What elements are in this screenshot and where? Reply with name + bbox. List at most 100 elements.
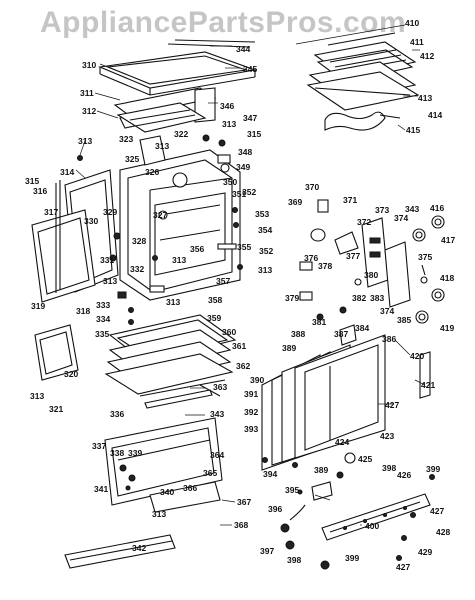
part-label-328[interactable]: 328 xyxy=(132,236,147,246)
part-label-424[interactable]: 424 xyxy=(335,437,350,447)
part-label-397[interactable]: 397 xyxy=(260,546,275,556)
part-label-340[interactable]: 340 xyxy=(160,487,175,497)
part-label-318[interactable]: 318 xyxy=(76,306,91,316)
part-label-315[interactable]: 315 xyxy=(25,176,40,186)
part-label-313[interactable]: 313 xyxy=(152,509,167,519)
part-label-338[interactable]: 338 xyxy=(110,448,125,458)
part-label-313[interactable]: 313 xyxy=(172,255,187,265)
part-label-316[interactable]: 316 xyxy=(33,186,48,196)
part-label-315[interactable]: 315 xyxy=(247,129,262,139)
part-label-418[interactable]: 418 xyxy=(440,273,455,283)
part-label-336[interactable]: 336 xyxy=(110,409,125,419)
part-label-416[interactable]: 416 xyxy=(430,203,445,213)
part-label-351[interactable]: 351 xyxy=(232,189,247,199)
part-label-374[interactable]: 374 xyxy=(394,213,409,223)
part-label-350[interactable]: 350 xyxy=(223,177,238,187)
part-label-334[interactable]: 334 xyxy=(96,314,111,324)
part-label-314[interactable]: 314 xyxy=(60,167,75,177)
part-label-376[interactable]: 376 xyxy=(304,253,319,263)
part-label-365[interactable]: 365 xyxy=(203,468,218,478)
part-label-355[interactable]: 355 xyxy=(237,242,252,252)
part-label-358[interactable]: 358 xyxy=(208,295,223,305)
part-label-360[interactable]: 360 xyxy=(222,327,237,337)
part-label-387[interactable]: 387 xyxy=(334,329,349,339)
part-label-386[interactable]: 386 xyxy=(382,334,397,344)
part-label-364[interactable]: 364 xyxy=(210,450,225,460)
part-label-398[interactable]: 398 xyxy=(382,463,397,473)
part-label-421[interactable]: 421 xyxy=(421,380,436,390)
part-label-393[interactable]: 393 xyxy=(244,424,259,434)
part-label-417[interactable]: 417 xyxy=(441,235,456,245)
part-label-322[interactable]: 322 xyxy=(174,129,189,139)
part-label-383[interactable]: 383 xyxy=(370,293,385,303)
part-label-379[interactable]: 379 xyxy=(285,293,300,303)
part-label-425[interactable]: 425 xyxy=(358,454,373,464)
part-label-394[interactable]: 394 xyxy=(263,469,278,479)
part-label-321[interactable]: 321 xyxy=(49,404,64,414)
part-label-313[interactable]: 313 xyxy=(78,136,93,146)
part-label-313[interactable]: 313 xyxy=(222,119,237,129)
part-label-388[interactable]: 388 xyxy=(291,329,306,339)
part-label-337[interactable]: 337 xyxy=(92,441,107,451)
part-label-375[interactable]: 375 xyxy=(418,252,433,262)
part-label-395[interactable]: 395 xyxy=(285,485,300,495)
part-label-344[interactable]: 344 xyxy=(236,44,251,54)
part-label-410[interactable]: 410 xyxy=(405,18,420,28)
part-label-426[interactable]: 426 xyxy=(397,470,412,480)
part-label-359[interactable]: 359 xyxy=(207,313,222,323)
part-label-332[interactable]: 332 xyxy=(130,264,145,274)
part-label-313[interactable]: 313 xyxy=(258,265,273,275)
part-label-329[interactable]: 329 xyxy=(103,207,118,217)
part-label-413[interactable]: 413 xyxy=(418,93,433,103)
part-label-356[interactable]: 356 xyxy=(190,244,205,254)
part-label-398[interactable]: 398 xyxy=(287,555,302,565)
part-label-427[interactable]: 427 xyxy=(385,400,400,410)
part-label-341[interactable]: 341 xyxy=(94,484,109,494)
part-label-429[interactable]: 429 xyxy=(418,547,433,557)
part-label-389[interactable]: 389 xyxy=(314,465,329,475)
part-label-428[interactable]: 428 xyxy=(436,527,451,537)
part-label-339[interactable]: 339 xyxy=(128,448,143,458)
part-label-423[interactable]: 423 xyxy=(380,431,395,441)
part-label-342[interactable]: 342 xyxy=(132,543,147,553)
part-label-335[interactable]: 335 xyxy=(95,329,110,339)
part-label-381[interactable]: 381 xyxy=(312,317,327,327)
part-label-427[interactable]: 427 xyxy=(396,562,411,572)
part-label-349[interactable]: 349 xyxy=(236,162,251,172)
part-label-385[interactable]: 385 xyxy=(397,315,412,325)
part-label-327[interactable]: 327 xyxy=(153,210,168,220)
part-label-331[interactable]: 331 xyxy=(100,255,115,265)
part-label-345[interactable]: 345 xyxy=(243,64,258,74)
part-label-313[interactable]: 313 xyxy=(30,391,45,401)
part-label-415[interactable]: 415 xyxy=(406,125,421,135)
part-label-411[interactable]: 411 xyxy=(410,37,424,47)
part-label-354[interactable]: 354 xyxy=(258,225,273,235)
part-label-390[interactable]: 390 xyxy=(250,375,265,385)
part-label-343[interactable]: 343 xyxy=(405,204,420,214)
part-label-313[interactable]: 313 xyxy=(155,141,170,151)
part-label-313[interactable]: 313 xyxy=(103,276,118,286)
part-label-369[interactable]: 369 xyxy=(288,197,303,207)
part-label-373[interactable]: 373 xyxy=(375,205,390,215)
part-label-363[interactable]: 363 xyxy=(213,382,228,392)
part-label-371[interactable]: 371 xyxy=(343,195,358,205)
part-label-325[interactable]: 325 xyxy=(125,154,140,164)
part-label-412[interactable]: 412 xyxy=(420,51,435,61)
part-label-362[interactable]: 362 xyxy=(236,361,251,371)
part-label-317[interactable]: 317 xyxy=(44,207,59,217)
part-label-399[interactable]: 399 xyxy=(345,553,360,563)
part-label-392[interactable]: 392 xyxy=(244,407,259,417)
part-label-378[interactable]: 378 xyxy=(318,261,333,271)
part-label-346[interactable]: 346 xyxy=(220,101,235,111)
part-label-420[interactable]: 420 xyxy=(410,351,425,361)
part-label-343[interactable]: 343 xyxy=(210,409,225,419)
part-label-313[interactable]: 313 xyxy=(166,297,181,307)
part-label-419[interactable]: 419 xyxy=(440,323,455,333)
part-label-391[interactable]: 391 xyxy=(244,389,259,399)
part-label-310[interactable]: 310 xyxy=(82,60,97,70)
part-label-367[interactable]: 367 xyxy=(237,497,252,507)
part-label-399[interactable]: 399 xyxy=(426,464,441,474)
part-label-370[interactable]: 370 xyxy=(305,182,320,192)
part-label-326[interactable]: 326 xyxy=(145,167,160,177)
part-label-319[interactable]: 319 xyxy=(31,301,46,311)
